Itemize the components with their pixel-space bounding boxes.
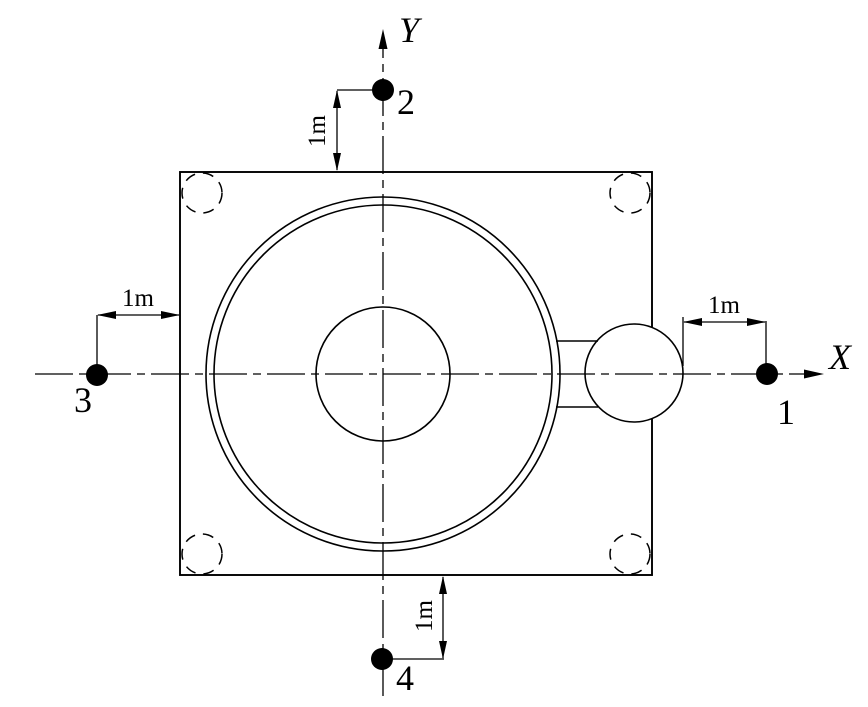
y-axis-arrowhead — [378, 29, 388, 49]
dimension-bottom: 1m — [383, 576, 447, 660]
y-axis-label: Y — [399, 10, 423, 50]
side-port-circle — [584, 323, 684, 423]
point-2-label: 2 — [397, 82, 415, 122]
dimension-right: 1m — [682, 292, 767, 373]
point-4-label: 4 — [396, 658, 414, 698]
point-3-label: 3 — [74, 380, 92, 420]
dimension-left: 1m — [96, 285, 180, 374]
bolt-circle-top-right — [609, 172, 651, 214]
dimension-arrowhead-up — [439, 576, 447, 594]
dimension-label: 1m — [304, 114, 331, 147]
bolt-circle-top-left — [181, 172, 223, 214]
measurement-point-2 — [372, 79, 394, 101]
dimension-arrowhead-down — [333, 153, 341, 171]
dimension-top: 1m — [304, 89, 383, 171]
dimension-arrowhead-left — [97, 311, 116, 319]
dimension-arrowhead-up — [333, 90, 341, 108]
dimension-label: 1m — [411, 599, 438, 632]
dimension-arrowhead-left — [683, 318, 702, 326]
x-axis-label: X — [827, 337, 853, 377]
point-1-label: 1 — [777, 392, 795, 432]
bolt-circle-bottom-left — [181, 533, 223, 575]
dimension-arrowhead-right — [161, 311, 180, 319]
bolt-circle-bottom-right — [609, 533, 651, 575]
dimension-arrowhead-down — [439, 641, 447, 659]
x-axis-arrowhead — [804, 369, 824, 379]
dimension-label: 1m — [708, 292, 741, 319]
dimension-label: 1m — [122, 285, 155, 312]
measurement-point-3 — [86, 364, 108, 386]
dimension-arrowhead-right — [747, 318, 766, 326]
measurement-point-1 — [756, 363, 778, 385]
measurement-point-4 — [371, 648, 393, 670]
